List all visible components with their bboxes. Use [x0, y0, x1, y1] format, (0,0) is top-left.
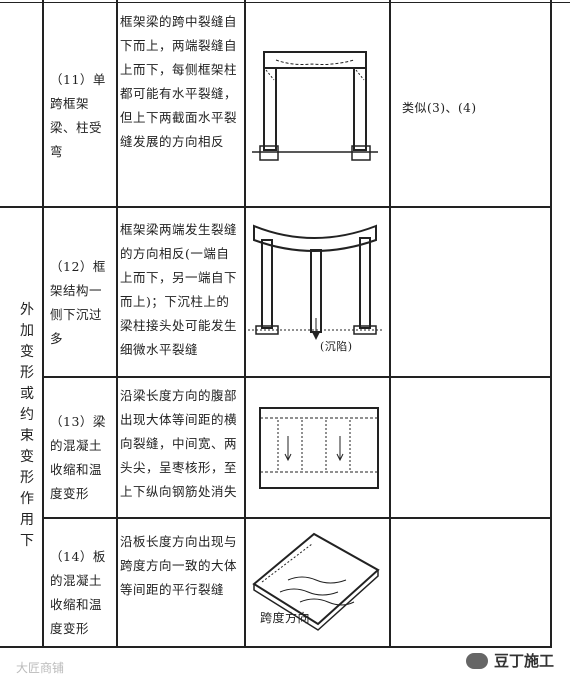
grid-line — [0, 2, 570, 3]
grid-line — [550, 0, 552, 648]
row-11-description: 框架梁的跨中裂缝自下而上，两端裂缝自上而下，每侧框架柱都可能有水平裂缝，但上下两… — [120, 14, 238, 149]
watermark-right: 豆丁施工 — [466, 650, 554, 671]
grid-line — [42, 517, 552, 519]
row-14-description: 沿板长度方向出现与跨度方向一致的大体等间距的平行裂缝 — [120, 534, 238, 597]
wechat-icon — [466, 652, 488, 669]
row-12-figure-label: (沉陷) — [320, 340, 353, 353]
watermark-left: 大匠商铺 — [16, 661, 65, 675]
row-14-slab-figure — [252, 532, 380, 631]
grid-line — [42, 0, 44, 648]
category-label: 外加变形或约束变形作用下 — [20, 302, 34, 549]
row-13-case: （13）梁的混凝土收缩和温度变形 — [50, 414, 106, 501]
grid-line — [389, 0, 391, 648]
grid-line — [0, 206, 552, 208]
row-12-description: 框架梁两端发生裂缝的方向相反(一端自上而下，另一端自下而上)；下沉柱上的梁柱接头… — [120, 222, 238, 357]
row-11-frame-figure — [252, 51, 378, 161]
row-11-case: （11）单跨框架梁、柱受弯 — [50, 72, 106, 159]
grid-line — [116, 0, 118, 648]
grid-line — [42, 376, 552, 378]
row-11-remark: 类似(3)、(4) — [402, 101, 477, 115]
row-13-beam-figure — [259, 407, 379, 489]
row-12-case: （12）框架结构一侧下沉过多 — [50, 259, 106, 346]
row-14-figure-label: 跨度方向 — [260, 611, 311, 625]
grid-line — [0, 646, 552, 648]
grid-line — [244, 0, 246, 648]
row-14-case: （14）板的混凝土收缩和温度变形 — [50, 549, 106, 636]
row-12-frame-figure — [248, 224, 384, 340]
watermark-right-text: 豆丁施工 — [494, 652, 555, 670]
row-13-description: 沿梁长度方向的腹部出现大体等间距的横向裂缝，中间宽、两头尖，呈枣核形，至上下纵向… — [120, 388, 238, 499]
